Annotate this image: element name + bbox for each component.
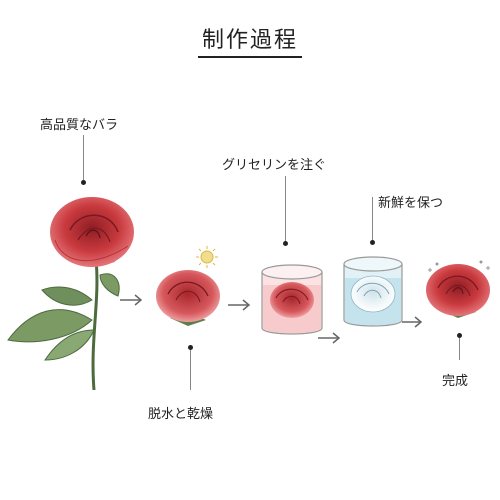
leader-dot — [283, 241, 288, 246]
step-label-complete: 完成 — [442, 374, 469, 389]
drying-rose — [156, 270, 220, 326]
arrow-right-icon — [318, 332, 341, 344]
leader-line — [190, 350, 191, 390]
leader-line — [459, 338, 460, 360]
leader-dot — [188, 345, 193, 350]
glycerin-glass — [261, 264, 323, 335]
stem — [91, 259, 99, 391]
leaf — [44, 329, 95, 361]
step-label-dehydrate-dry: 脱水と乾燥 — [148, 407, 214, 422]
arrow-right-icon — [120, 294, 143, 306]
leaf — [7, 309, 93, 343]
arrow-right-icon — [228, 299, 251, 311]
leader-dot — [457, 333, 462, 338]
rose-with-stem — [7, 197, 134, 391]
leader-dot — [81, 180, 86, 185]
preservation-glass — [343, 256, 403, 327]
step-label-keep-fresh: 新鮮を保つ — [378, 196, 444, 211]
step-label-high-quality-rose: 高品質なバラ — [40, 118, 119, 133]
leader-line — [285, 176, 286, 242]
leaf — [99, 273, 120, 297]
leaf — [41, 286, 93, 306]
page-title: 制作過程 — [201, 28, 298, 53]
arrow-right-icon — [402, 316, 423, 328]
sparkle-icon — [428, 260, 490, 272]
finished-rose — [426, 264, 490, 318]
leader-line — [83, 135, 84, 181]
step-label-pour-glycerin: グリセリンを注ぐ — [222, 158, 327, 173]
rose-bloom — [50, 197, 134, 267]
title-underline — [198, 56, 302, 58]
leader-line — [372, 197, 373, 241]
leader-dot — [370, 240, 375, 245]
sun-icon — [196, 246, 218, 268]
